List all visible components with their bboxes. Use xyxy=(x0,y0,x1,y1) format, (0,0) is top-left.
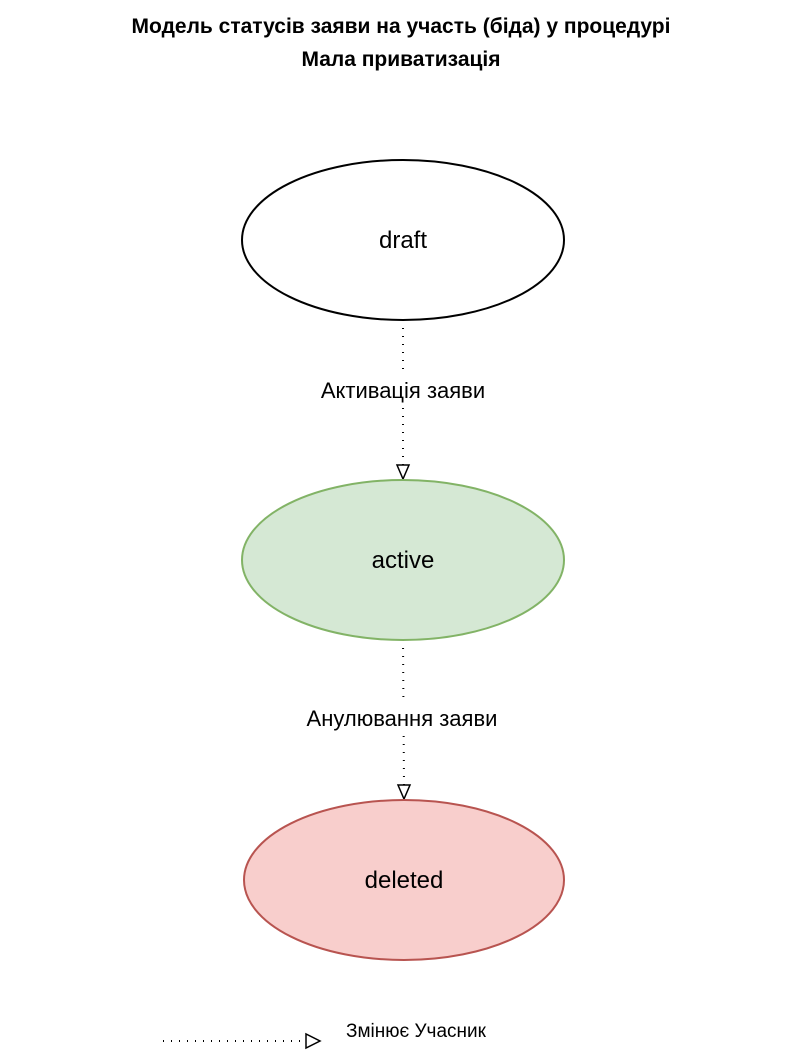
edge-label: Анулювання заяви xyxy=(307,706,498,731)
node-deleted[interactable]: deleted xyxy=(243,799,565,961)
node-label: deleted xyxy=(365,867,444,894)
node-active[interactable]: active xyxy=(241,479,565,641)
diagram-title-line-2: Мала приватизація xyxy=(301,48,500,71)
arrowhead-icon xyxy=(305,1032,322,1050)
state-ellipse xyxy=(243,799,565,961)
legend: Змінює Учасник xyxy=(163,1021,487,1050)
diagram-title-line-1: Модель статусів заяви на участь (біда) у… xyxy=(132,15,671,38)
state-ellipse xyxy=(241,479,565,641)
dotted-connector xyxy=(402,639,405,787)
label-background xyxy=(296,376,510,406)
edge-label: Активація заяви xyxy=(321,378,485,403)
arrowhead-icon xyxy=(395,464,411,481)
state-ellipse xyxy=(241,159,565,321)
arrowhead-icon xyxy=(396,784,412,801)
node-draft[interactable]: draft xyxy=(241,159,565,321)
edge-draft-to-active: Активація заяви xyxy=(296,320,510,481)
edge-active-to-deleted: Анулювання заяви xyxy=(278,639,526,801)
node-label: draft xyxy=(379,227,427,254)
node-label: active xyxy=(372,547,435,574)
label-background xyxy=(278,704,526,734)
legend-label: Змінює Учасник xyxy=(346,1021,487,1042)
